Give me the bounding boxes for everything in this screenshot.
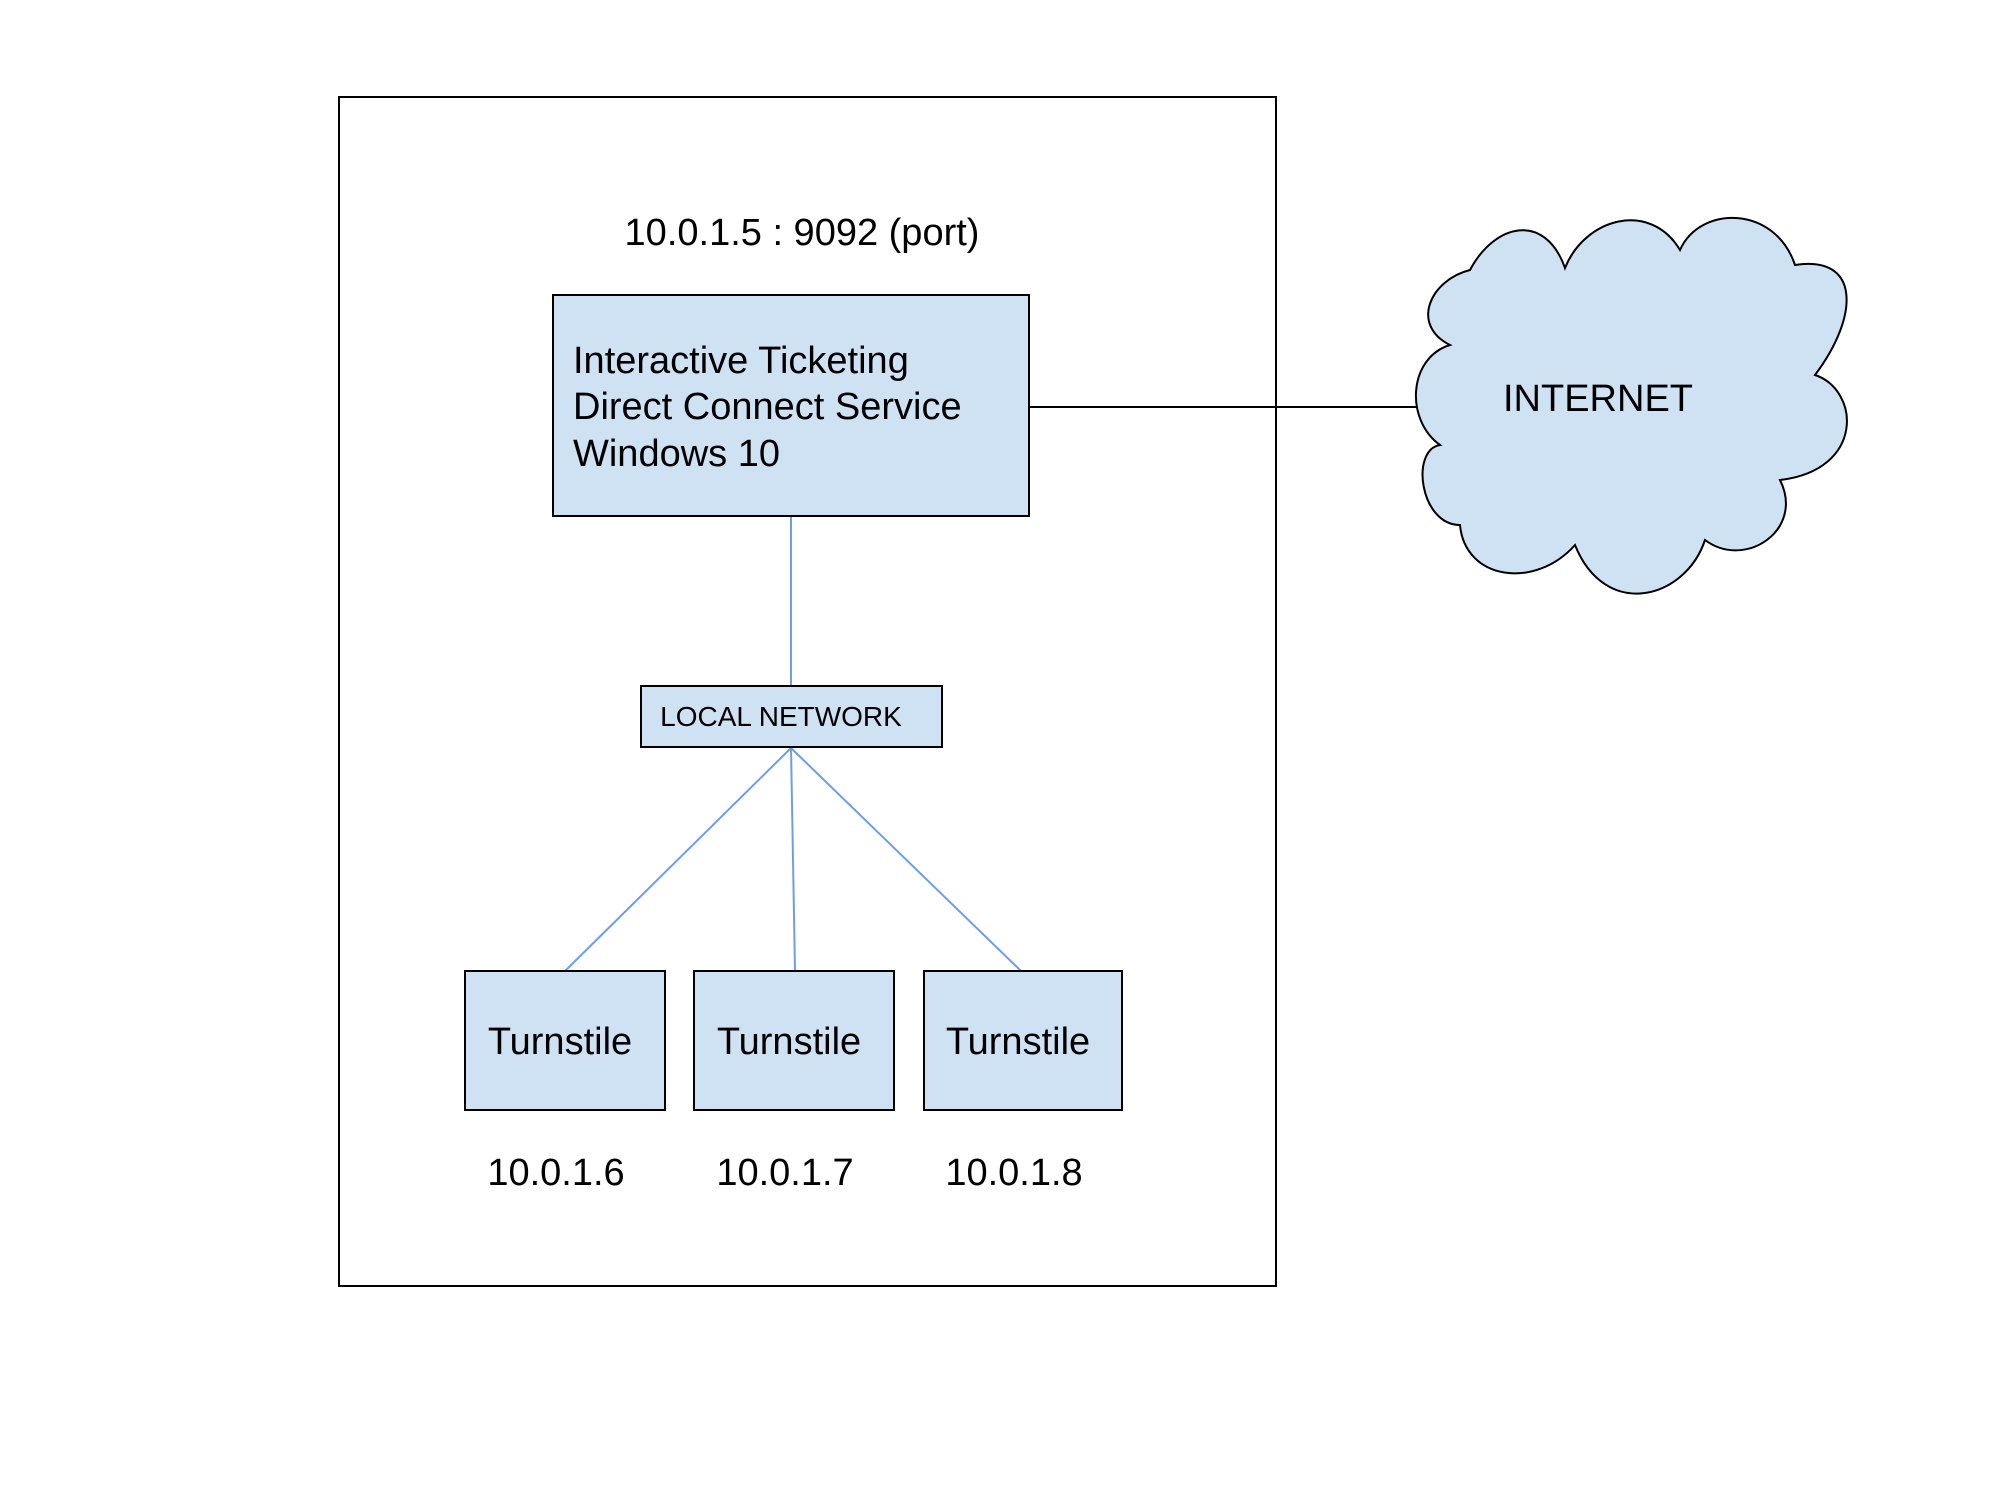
- internet-cloud-shape: [1414, 217, 1848, 595]
- turnstile-ip-3: 10.0.1.8: [945, 1152, 1082, 1194]
- network-to-turnstile-2-link: [790, 747, 796, 972]
- server-address-label: 10.0.1.5 : 9092 (port): [625, 212, 980, 254]
- server-line-3: Windows 10: [573, 433, 780, 475]
- turnstile-ip-1: 10.0.1.6: [487, 1152, 624, 1194]
- turnstile-label-3: Turnstile: [946, 1021, 1090, 1063]
- network-to-turnstile-1-link: [564, 747, 792, 972]
- turnstile-label-2: Turnstile: [717, 1021, 861, 1063]
- site-boundary: [338, 96, 1277, 1287]
- turnstile-box-2: [693, 970, 895, 1111]
- turnstile-box-1: [464, 970, 666, 1111]
- server-line-1: Interactive Ticketing: [573, 340, 909, 382]
- turnstile-label-1: Turnstile: [488, 1021, 632, 1063]
- internet-label: INTERNET: [1503, 378, 1693, 420]
- local-network-label: LOCAL NETWORK: [660, 701, 902, 732]
- network-to-turnstile-3-link: [790, 747, 1022, 972]
- server-line-2: Direct Connect Service: [573, 386, 962, 428]
- turnstile-box-3: [923, 970, 1123, 1111]
- local-network-box: [640, 685, 943, 748]
- server-box: [552, 294, 1030, 517]
- turnstile-ip-2: 10.0.1.7: [716, 1152, 853, 1194]
- internet-cloud-icon: INTERNET: [1414, 217, 1848, 595]
